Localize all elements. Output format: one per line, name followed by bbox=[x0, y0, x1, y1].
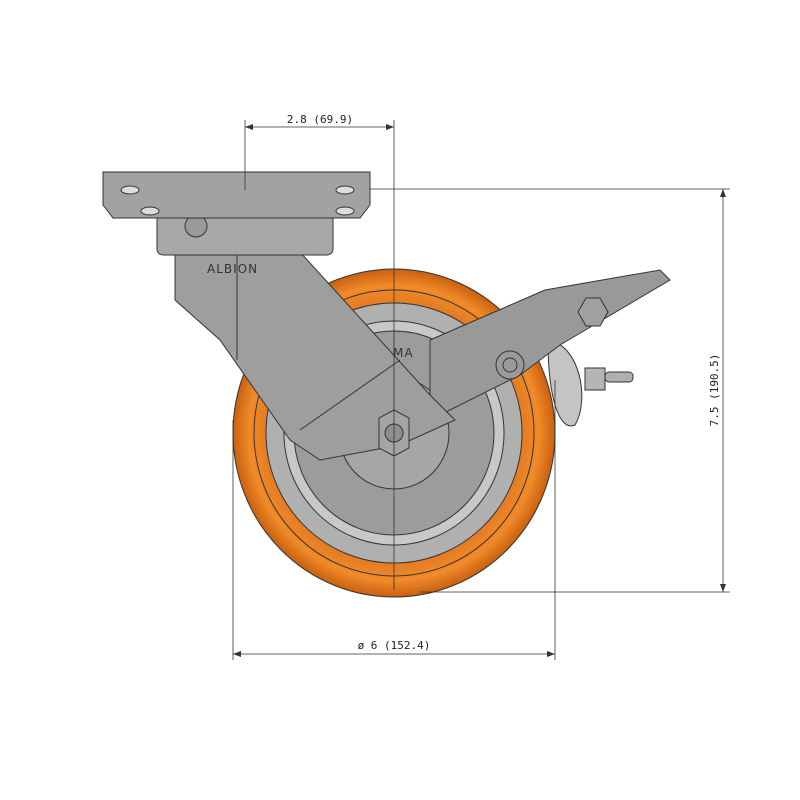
offset-dimension: 2.8 (69.9) bbox=[287, 113, 353, 126]
dimension-arrows bbox=[233, 124, 726, 657]
brake-lever bbox=[429, 269, 671, 427]
brand-label: ALBION bbox=[207, 262, 258, 276]
top-plate bbox=[102, 171, 371, 219]
height-dimension: 7.5 (190.5) bbox=[708, 354, 721, 427]
diameter-dimension: ø 6 (152.4) bbox=[358, 639, 431, 652]
bolt-hole bbox=[335, 185, 355, 195]
bolt-hole bbox=[120, 185, 140, 195]
bolt-hole bbox=[140, 206, 160, 216]
dimension-lines bbox=[232, 120, 730, 660]
bolt-hole bbox=[335, 206, 355, 216]
brake-nut bbox=[577, 297, 609, 327]
brake-pivot bbox=[495, 350, 525, 380]
partial-brand-label: MA bbox=[393, 346, 414, 360]
